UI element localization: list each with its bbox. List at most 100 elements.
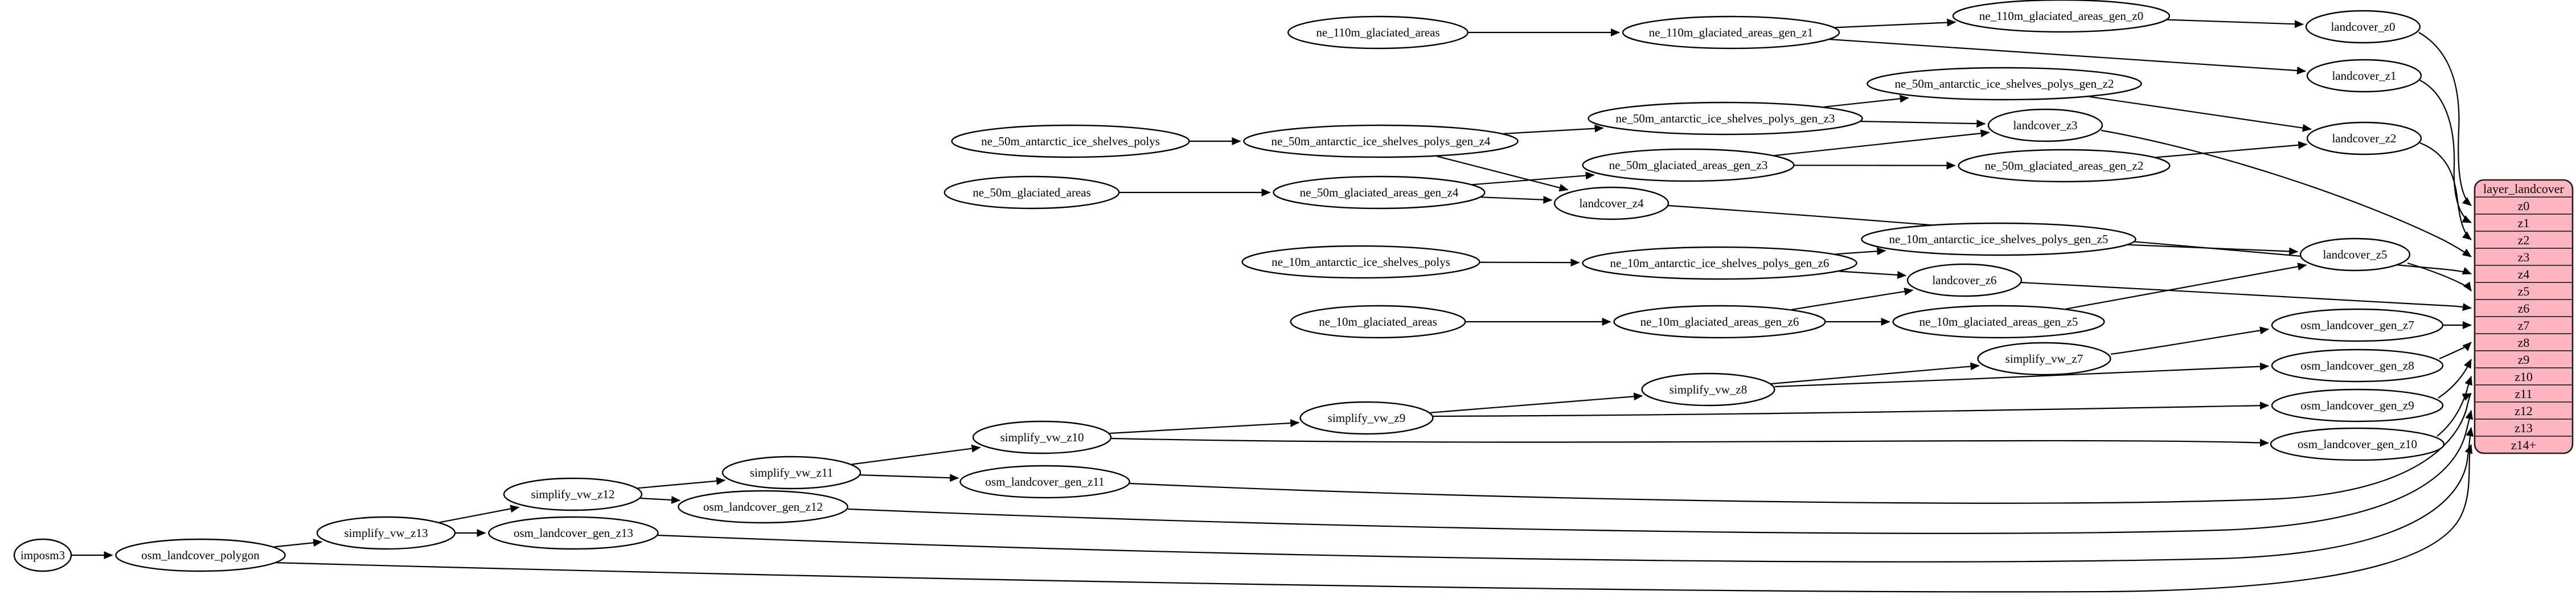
node-label: simplify_vw_z12 xyxy=(531,487,615,501)
node-ellipse xyxy=(1273,175,1486,210)
edge-landcover_z5-to-layer_landcover-z5 xyxy=(2407,262,2472,292)
graph-node-ne_10m_antarctic_ice_shelves_polys_gen_z5: ne_10m_antarctic_ice_shelves_polys_gen_z… xyxy=(1861,222,2136,256)
node-ellipse xyxy=(1977,342,2111,376)
table-row-z3: z3 xyxy=(2518,250,2530,264)
node-ellipse xyxy=(1553,186,1670,220)
graph-node-landcover_z4: landcover_z4 xyxy=(1553,186,1670,220)
node-ellipse xyxy=(1987,108,2103,142)
node-label: imposm3 xyxy=(20,548,65,562)
node-label: ne_50m_glaciated_areas_gen_z3 xyxy=(1609,158,1768,172)
node-ellipse xyxy=(1906,263,2023,297)
node-label: osm_landcover_gen_z7 xyxy=(2300,318,2414,332)
node-ellipse xyxy=(1892,305,2105,339)
table-row-z5: z5 xyxy=(2518,284,2530,298)
node-ellipse xyxy=(2306,59,2422,93)
edge-osm_landcover_gen_z11-to-layer_landcover-z11 xyxy=(1129,393,2472,504)
edge-ne_50m_antarctic_ice_shelves_polys_gen_z3-to-ne_50m_antarctic_ice_shelves_polys_gen_z2 xyxy=(1824,95,1909,108)
graph-node-ne_50m_glaciated_areas_gen_z4: ne_50m_glaciated_areas_gen_z4 xyxy=(1273,175,1486,210)
graph-node-ne_10m_antarctic_ice_shelves_polys: ne_10m_antarctic_ice_shelves_polys xyxy=(1241,245,1480,279)
node-label: ne_50m_antarctic_ice_shelves_polys_gen_z… xyxy=(1271,134,1491,148)
node-ellipse xyxy=(503,477,643,511)
graph-node-osm_landcover_gen_z10: osm_landcover_gen_z10 xyxy=(2270,427,2445,461)
node-label: ne_10m_antarctic_ice_shelves_polys_gen_z… xyxy=(1889,232,2109,246)
edge-ne_50m_antarctic_ice_shelves_polys_gen_z4-to-landcover_z4 xyxy=(1437,155,1569,192)
edge-ne_110m_glaciated_areas_gen_z1-to-landcover_z1 xyxy=(1830,39,2306,75)
graph-node-ne_50m_glaciated_areas_gen_z2: ne_50m_glaciated_areas_gen_z2 xyxy=(1958,149,2171,183)
node-ellipse xyxy=(1958,149,2171,183)
graph-node-landcover_z5: landcover_z5 xyxy=(2299,237,2411,272)
edge-simplify_vw_z13-to-simplify_vw_z12 xyxy=(439,505,520,523)
edge-ne_50m_glaciated_areas_gen_z4-to-landcover_z4 xyxy=(1480,195,1553,204)
node-ellipse xyxy=(2305,10,2421,44)
table-row-z2: z2 xyxy=(2518,233,2530,247)
graph-node-osm_landcover_gen_z8: osm_landcover_gen_z8 xyxy=(2271,348,2444,383)
table-row-z9: z9 xyxy=(2518,352,2530,367)
node-label: simplify_vw_z8 xyxy=(1670,383,1748,396)
node-ellipse xyxy=(1582,246,1857,280)
node-label: landcover_z5 xyxy=(2323,248,2387,261)
edge-landcover_z6-to-layer_landcover-z6 xyxy=(2020,281,2472,311)
table-row-z1: z1 xyxy=(2518,216,2530,230)
graph-node-ne_50m_antarctic_ice_shelves_polys_gen_z3: ne_50m_antarctic_ice_shelves_polys_gen_z… xyxy=(1588,101,1863,136)
node-ellipse xyxy=(2306,121,2422,155)
node-label: ne_110m_glaciated_areas xyxy=(1316,26,1439,39)
node-ellipse xyxy=(1243,124,1519,158)
edge-simplify_vw_z11-to-osm_landcover_gen_z11 xyxy=(860,474,959,482)
node-ellipse xyxy=(1867,67,2142,101)
edge-ne_50m_glaciated_areas_gen_z2-to-landcover_z2 xyxy=(2156,141,2308,158)
node-label: osm_landcover_gen_z10 xyxy=(2298,437,2417,451)
edge-simplify_vw_z7-to-osm_landcover_gen_z7 xyxy=(2110,326,2269,355)
edge-landcover_z2-to-layer_landcover-z2 xyxy=(2419,142,2472,240)
graph-node-landcover_z1: landcover_z1 xyxy=(2306,59,2422,93)
graph-node-ne_10m_glaciated_areas: ne_10m_glaciated_areas xyxy=(1290,305,1466,339)
node-ellipse xyxy=(972,420,1112,454)
node-ellipse xyxy=(2271,388,2444,423)
node-label: ne_110m_glaciated_areas_gen_z1 xyxy=(1649,26,1813,39)
edge-osm_landcover_gen_z13-to-layer_landcover-z13 xyxy=(657,427,2474,563)
node-ellipse xyxy=(1299,401,1434,435)
node-label: osm_landcover_gen_z8 xyxy=(2300,359,2414,372)
table-header: layer_landcover xyxy=(2483,182,2564,196)
node-label: simplify_vw_z11 xyxy=(750,466,833,479)
node-label: osm_landcover_gen_z11 xyxy=(985,475,1104,489)
edge-ne_10m_antarctic_ice_shelves_polys_gen_z6-to-ne_10m_antarctic_ice_shelves_polys_gen_z5 xyxy=(1835,247,1886,256)
graph-node-simplify_vw_z9: simplify_vw_z9 xyxy=(1299,401,1434,435)
node-label: ne_10m_antarctic_ice_shelves_polys_gen_z… xyxy=(1610,256,1830,270)
graph-node-simplify_vw_z7: simplify_vw_z7 xyxy=(1977,342,2111,376)
node-label: landcover_z3 xyxy=(2013,118,2077,132)
graph-node-osm_landcover_gen_z7: osm_landcover_gen_z7 xyxy=(2271,308,2444,342)
graph-node-landcover_z2: landcover_z2 xyxy=(2306,121,2422,155)
graph-node-osm_landcover_gen_z12: osm_landcover_gen_z12 xyxy=(678,490,848,524)
table-row-z10: z10 xyxy=(2515,370,2533,384)
edge-simplify_vw_z11-to-simplify_vw_z10 xyxy=(851,444,981,465)
graph-node-osm_landcover_gen_z11: osm_landcover_gen_z11 xyxy=(959,465,1130,499)
edge-simplify_vw_z10-to-simplify_vw_z9 xyxy=(1109,419,1300,434)
node-label: landcover_z0 xyxy=(2331,20,2395,34)
node-ellipse xyxy=(2270,427,2445,461)
node-label: landcover_z6 xyxy=(1932,273,1996,287)
node-ellipse xyxy=(1641,372,1775,407)
graph-node-ne_10m_antarctic_ice_shelves_polys_gen_z6: ne_10m_antarctic_ice_shelves_polys_gen_z… xyxy=(1582,246,1857,280)
edge-osm_landcover_gen_z8-to-layer_landcover-z8 xyxy=(2439,342,2472,360)
node-label: ne_10m_glaciated_areas_gen_z5 xyxy=(1919,315,2078,329)
node-label: ne_50m_glaciated_areas_gen_z4 xyxy=(1300,186,1459,199)
graph-node-osm_landcover_gen_z13: osm_landcover_gen_z13 xyxy=(488,516,659,550)
graph-node-ne_50m_glaciated_areas: ne_50m_glaciated_areas xyxy=(944,175,1120,210)
edge-osm_landcover_gen_z12-to-layer_landcover-z12 xyxy=(847,410,2474,534)
graph-node-ne_110m_glaciated_areas_gen_z1: ne_110m_glaciated_areas_gen_z1 xyxy=(1622,15,1840,50)
edge-ne_10m_antarctic_ice_shelves_polys_gen_z5-to-landcover_z5 xyxy=(2128,244,2299,256)
node-ellipse xyxy=(1622,15,1840,50)
edge-ne_110m_glaciated_areas_gen_z1-to-ne_110m_glaciated_areas_gen_z0 xyxy=(1835,18,1956,28)
graph-node-simplify_vw_z13: simplify_vw_z13 xyxy=(316,516,456,550)
edge-ne_50m_antarctic_ice_shelves_polys_gen_z3-to-landcover_z3 xyxy=(1860,120,1986,128)
graph-node-ne_10m_glaciated_areas_gen_z5: ne_10m_glaciated_areas_gen_z5 xyxy=(1892,305,2105,339)
edge-ne_10m_antarctic_ice_shelves_polys_gen_z6-to-landcover_z6 xyxy=(1839,270,1907,279)
node-ellipse xyxy=(2299,237,2411,272)
edge-ne_110m_glaciated_areas_gen_z0-to-landcover_z0 xyxy=(2167,19,2304,28)
node-ellipse xyxy=(944,175,1120,210)
node-label: osm_landcover_gen_z12 xyxy=(703,500,823,514)
table-row-z4: z4 xyxy=(2518,267,2530,281)
node-ellipse xyxy=(2271,308,2444,342)
edge-ne_50m_glaciated_areas_gen_z4-to-ne_50m_glaciated_areas_gen_z3 xyxy=(1472,171,1595,186)
edge-landcover_z3-to-layer_landcover-z3 xyxy=(2101,129,2472,257)
